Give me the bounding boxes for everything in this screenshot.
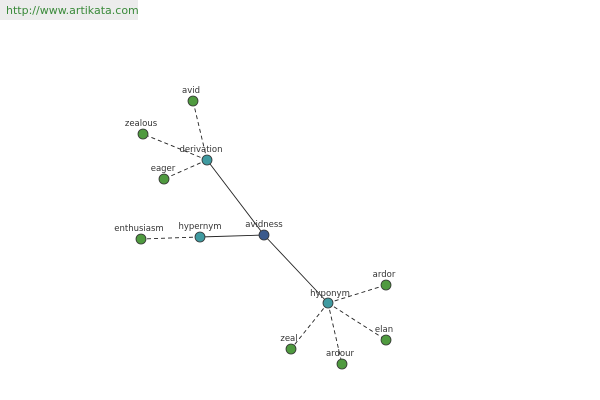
edge-derivation-avid — [192, 100, 208, 161]
node-label-hypernym: hypernym — [178, 222, 221, 232]
node-ardor[interactable]: ardor — [373, 270, 396, 291]
node-label-avidness: avidness — [245, 220, 283, 230]
node-circle-hypernym[interactable] — [194, 231, 206, 243]
node-circle-ardour[interactable] — [336, 358, 348, 370]
edge-hyponym-elan — [327, 302, 387, 341]
node-zealous[interactable]: zealous — [125, 119, 158, 140]
node-zeal[interactable]: zeal — [280, 334, 298, 355]
node-label-enthusiasm: enthusiasm — [114, 224, 163, 234]
node-circle-derivation[interactable] — [201, 154, 213, 166]
edge-hyponym-ardour — [327, 302, 343, 365]
edge-hypernym-enthusiasm — [140, 236, 201, 240]
node-avid[interactable]: avid — [182, 86, 200, 107]
node-enthusiasm[interactable]: enthusiasm — [114, 224, 164, 245]
node-label-ardour: ardour — [326, 349, 355, 359]
node-ardour[interactable]: ardour — [326, 349, 355, 370]
node-circle-enthusiasm[interactable] — [135, 233, 147, 245]
node-circle-ardor[interactable] — [380, 279, 392, 291]
edge-hyponym-ardor — [327, 284, 387, 304]
node-circle-avid[interactable] — [187, 95, 199, 107]
graph-edges — [140, 100, 387, 365]
edge-avidness-derivation — [206, 159, 265, 236]
edge-hyponym-zeal — [290, 302, 329, 350]
edge-derivation-eager — [163, 159, 208, 180]
node-label-ardor: ardor — [373, 270, 396, 280]
node-label-hyponym: hyponym — [310, 289, 350, 299]
source-url[interactable]: http://www.artikata.com — [0, 0, 139, 20]
node-label-derivation: derivation — [179, 145, 222, 155]
edge-avidness-hyponym — [263, 234, 329, 304]
node-label-avid: avid — [182, 86, 200, 96]
node-label-zealous: zealous — [125, 119, 158, 129]
node-circle-hyponym[interactable] — [322, 297, 334, 309]
node-eager[interactable]: eager — [151, 164, 176, 185]
graph-nodes: avidness derivation hypernym hyponym avid zea… — [114, 86, 396, 370]
node-avidness[interactable]: avidness — [245, 220, 283, 241]
node-derivation[interactable]: derivation — [179, 145, 223, 166]
node-hyponym[interactable]: hyponym — [310, 289, 350, 309]
edge-avidness-hypernym — [199, 234, 265, 238]
node-hypernym[interactable]: hypernym — [178, 222, 222, 243]
node-circle-zeal[interactable] — [285, 343, 297, 355]
node-label-eager: eager — [151, 164, 176, 174]
node-circle-eager[interactable] — [158, 173, 170, 185]
node-elan[interactable]: elan — [375, 325, 393, 346]
node-circle-zealous[interactable] — [137, 128, 149, 140]
node-label-zeal: zeal — [280, 334, 297, 344]
edge-derivation-zealous — [142, 133, 208, 161]
node-circle-avidness[interactable] — [258, 229, 270, 241]
node-circle-elan[interactable] — [380, 334, 392, 346]
node-label-elan: elan — [375, 325, 393, 335]
